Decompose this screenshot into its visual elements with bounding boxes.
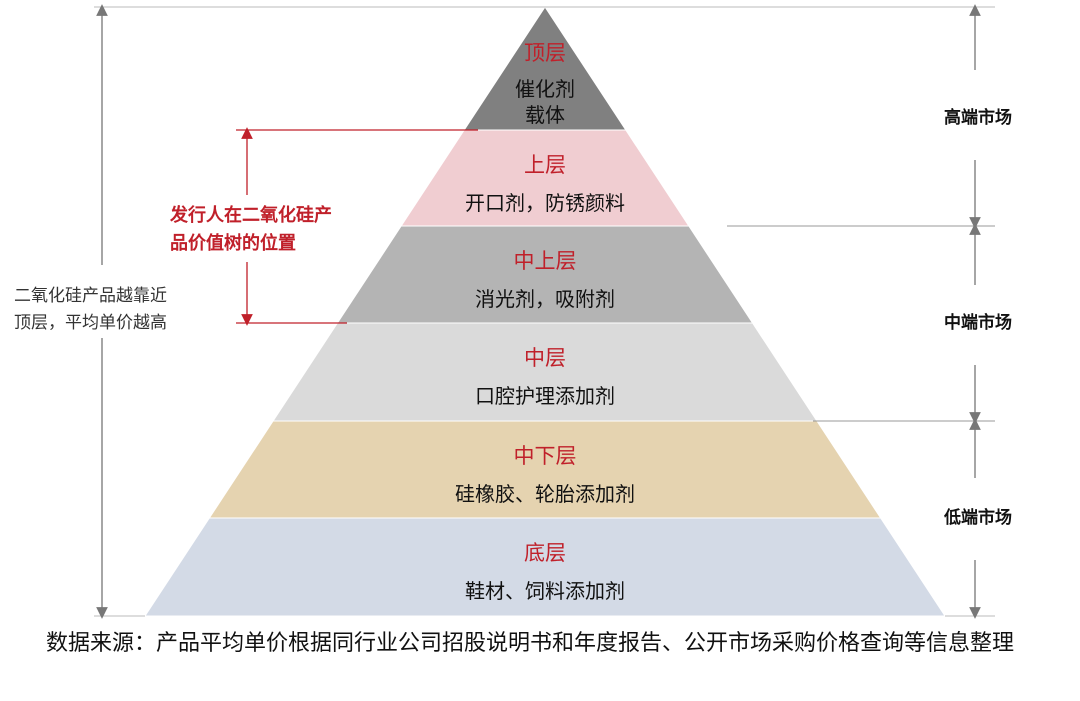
tier-desc-mid-lower-0: 硅橡胶、轮胎添加剂 [455, 482, 635, 506]
left-note-line-2: 顶层，平均单价越高 [14, 313, 167, 333]
left-note-line-1: 二氧化硅产品越靠近 [14, 286, 167, 306]
market-label-mid: 中端市场 [944, 312, 1012, 333]
tier-desc-middle-0: 口腔护理添加剂 [475, 384, 615, 408]
market-label-high: 高端市场 [944, 107, 1012, 128]
tier-desc-top-1: 载体 [525, 103, 565, 127]
market-label-low: 低端市场 [943, 507, 1012, 528]
tier-name-middle: 中层 [524, 346, 566, 370]
tier-name-bottom: 底层 [524, 541, 566, 565]
tier-name-upper: 上层 [524, 153, 566, 177]
tier-desc-top-0: 催化剂 [515, 77, 575, 101]
pyramid-diagram: 高端市场 中端市场 低端市场 二氧化硅产品越靠近 顶层，平均单价越高 发行人在二… [14, 4, 1012, 619]
tier-desc-bottom-0: 鞋材、饲料添加剂 [465, 579, 625, 603]
tier-name-mid-upper: 中上层 [514, 249, 577, 273]
data-source-note: 数据来源：产品平均单价根据同行业公司招股说明书和年度报告、公开市场采购价格查询等… [46, 631, 1015, 656]
tier-name-top: 顶层 [524, 41, 566, 65]
issuer-note-line-2: 品价值树的位置 [170, 232, 296, 254]
tier-desc-upper-0: 开口剂，防锈颜料 [465, 191, 625, 215]
tier-name-mid-lower: 中下层 [514, 444, 577, 468]
issuer-note-line-1: 发行人在二氧化硅产 [169, 204, 332, 226]
tier-desc-mid-upper-0: 消光剂，吸附剂 [475, 287, 615, 311]
